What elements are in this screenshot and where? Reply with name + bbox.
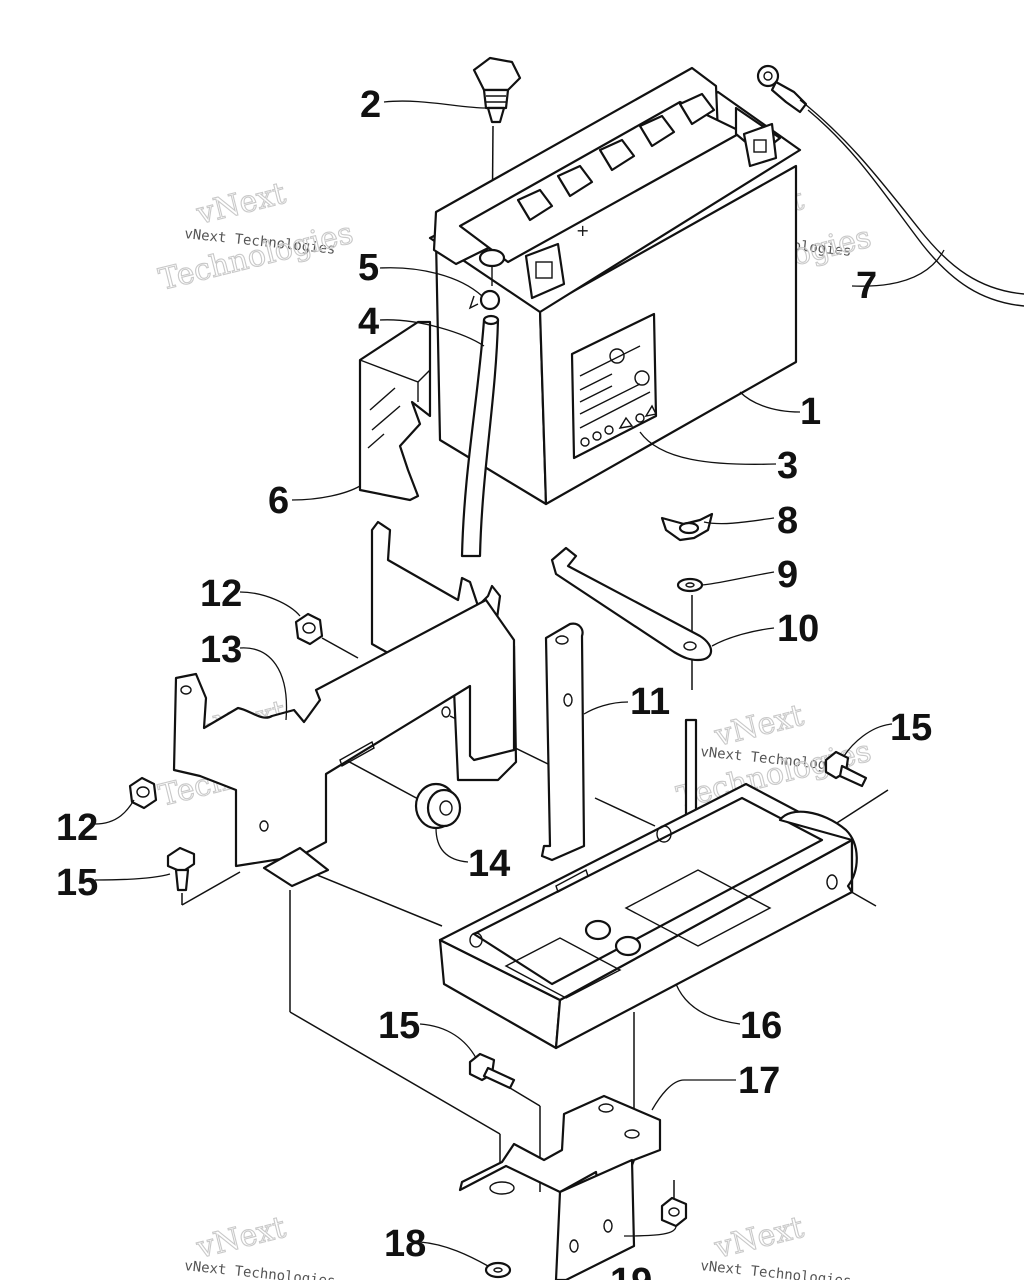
part-16-battery-tray bbox=[438, 782, 858, 1050]
part-18-washer bbox=[484, 1261, 512, 1279]
callout-5: 5 bbox=[358, 247, 379, 289]
callout-17: 17 bbox=[738, 1060, 780, 1102]
part-6-battery-pad bbox=[358, 320, 432, 502]
callout-11: 11 bbox=[630, 681, 670, 723]
callout-18: 18 bbox=[384, 1223, 426, 1265]
part-2-vent-cap bbox=[472, 56, 522, 124]
part-17-lower-bracket bbox=[458, 1094, 662, 1280]
part-12-nut-lower bbox=[128, 776, 158, 810]
callout-7: 7 bbox=[856, 265, 877, 307]
part-15-bolt-left bbox=[166, 846, 196, 892]
watermark-bottom-right: vNext vNext Technologies bbox=[700, 1209, 853, 1280]
watermark-brand-line: vNext Technologies bbox=[184, 1258, 337, 1280]
callout-8: 8 bbox=[777, 500, 798, 542]
watermark-bottom-left: vNext vNext Technologies bbox=[184, 1209, 337, 1280]
part-7-battery-cable bbox=[756, 64, 1024, 307]
part-10-hold-down-strap bbox=[550, 546, 713, 662]
part-12-nut-upper bbox=[294, 612, 324, 646]
svg-text:+: + bbox=[576, 221, 589, 240]
callout-10: 10 bbox=[777, 608, 819, 650]
part-15-bolt-bottom bbox=[468, 1052, 516, 1090]
callout-12-upper: 12 bbox=[200, 573, 242, 615]
callout-6: 6 bbox=[268, 480, 289, 522]
part-4-vent-hose bbox=[460, 314, 500, 558]
watermark-brand-line: vNext Technologies bbox=[700, 1258, 853, 1280]
callout-labels: 1 2 3 4 5 6 7 8 9 10 11 12 13 12 14 15 1… bbox=[56, 84, 932, 1280]
callout-14: 14 bbox=[468, 843, 510, 885]
callout-15-right: 15 bbox=[890, 707, 932, 749]
callout-leader-lines bbox=[94, 100, 945, 1267]
callout-15-bottom: 15 bbox=[378, 1005, 420, 1047]
callout-15-left: 15 bbox=[56, 862, 98, 904]
watermark-brand-word: vNext bbox=[192, 176, 289, 232]
part-13-mounting-bracket bbox=[172, 520, 518, 888]
callout-12-lower: 12 bbox=[56, 807, 98, 849]
callout-2: 2 bbox=[360, 84, 381, 126]
watermark-top-left: vNext vNext Technologies Technologies bbox=[155, 175, 357, 298]
callout-16: 16 bbox=[740, 1005, 782, 1047]
part-8-wing-nut bbox=[660, 512, 714, 542]
callout-4: 4 bbox=[358, 301, 379, 343]
part-5-hose-clamp bbox=[468, 289, 501, 311]
part-1-battery: + bbox=[428, 66, 802, 506]
callout-3: 3 bbox=[777, 445, 798, 487]
part-15-bolt-right bbox=[824, 750, 868, 788]
callout-19: 19 bbox=[610, 1261, 652, 1280]
part-14-grommet bbox=[414, 782, 462, 830]
part-11-bracket bbox=[540, 622, 586, 862]
callout-13: 13 bbox=[200, 629, 242, 671]
part-9-washer bbox=[676, 577, 704, 593]
watermark-brand-word: vNext bbox=[710, 1210, 807, 1266]
callout-1: 1 bbox=[800, 391, 821, 433]
part-19-nut bbox=[660, 1196, 688, 1228]
watermark-brand-word: vNext bbox=[192, 1210, 289, 1266]
callout-9: 9 bbox=[777, 554, 798, 596]
